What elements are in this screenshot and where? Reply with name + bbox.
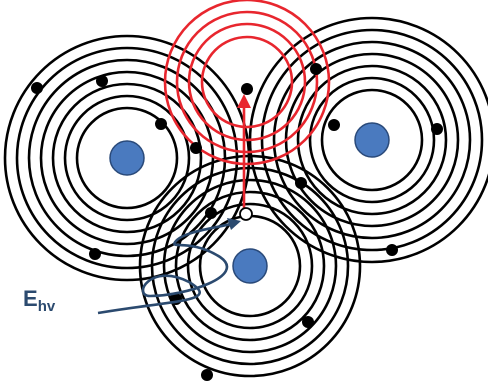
photon-energy-label-main: E xyxy=(23,286,38,311)
photon-energy-label-subscript: hv xyxy=(38,298,56,315)
electron xyxy=(190,142,202,154)
left-nucleus xyxy=(110,141,144,175)
electron xyxy=(295,177,307,189)
electron-vacancy xyxy=(240,208,252,220)
electron xyxy=(201,369,213,381)
electron xyxy=(205,207,217,219)
electron xyxy=(431,123,443,135)
electron xyxy=(310,63,322,75)
electron xyxy=(386,244,398,256)
electron xyxy=(328,119,340,131)
right-nucleus xyxy=(355,123,389,157)
photon-energy-label: Ehv xyxy=(23,286,56,315)
excited-state-orbits xyxy=(165,0,329,164)
electron xyxy=(31,82,43,94)
photon-arrowhead-icon xyxy=(227,218,241,230)
electron xyxy=(155,118,167,130)
electron xyxy=(89,248,101,260)
electron xyxy=(241,83,253,95)
electron xyxy=(302,316,314,328)
bottom-nucleus xyxy=(233,249,267,283)
electron xyxy=(96,75,108,87)
arrowhead-icon xyxy=(237,94,251,108)
